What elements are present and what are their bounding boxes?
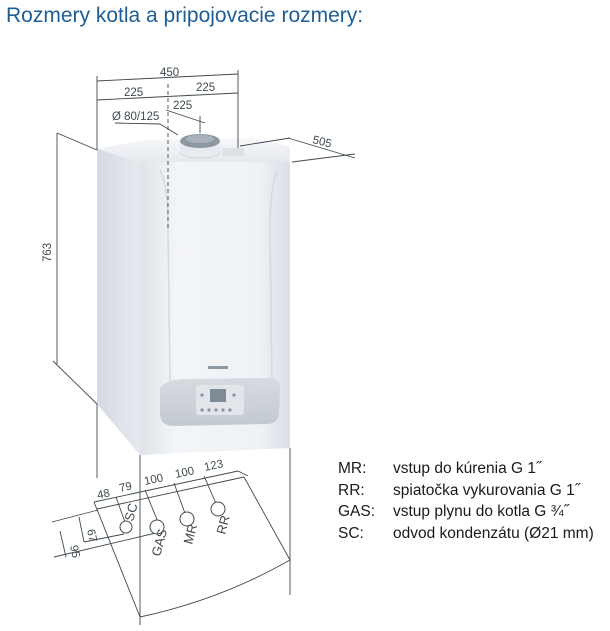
dim-total-width: 450	[160, 67, 179, 79]
dim-depth: 505	[311, 134, 333, 150]
boiler-body	[97, 134, 290, 455]
dim-depth-offset-67: 67	[84, 528, 98, 543]
dimension-lines	[51, 70, 356, 625]
flue-outlet	[179, 134, 221, 159]
label-sc: SC	[121, 501, 140, 522]
brand-logo	[208, 366, 228, 369]
control-panel	[160, 378, 280, 426]
display-icon	[210, 389, 226, 402]
dim-spacing-1: 48	[96, 488, 111, 502]
legend-row-mr: MR: vstup do kúrenia G 1˝	[338, 458, 594, 480]
page-title: Rozmery kotla a pripojovacie rozmery:	[6, 4, 364, 27]
legend-code: RR:	[338, 481, 365, 499]
label-mr: MR	[180, 522, 200, 545]
legend-row-sc: SC: odvod kondenzátu (Ø21 mm)	[338, 523, 594, 545]
dim-spacing-2: 79	[118, 481, 133, 495]
connection-points	[119, 501, 226, 535]
rr-connection-icon	[210, 501, 226, 517]
dim-half-left: 225	[124, 87, 143, 99]
mr-connection-icon	[179, 511, 195, 527]
legend-row-gas: GAS: vstup plynu do kotla G ¾˝	[338, 501, 594, 523]
legend-description: vstup plynu do kotla G ¾˝	[393, 503, 569, 520]
legend-code: GAS:	[338, 503, 376, 520]
dim-flue-offset: 225	[173, 100, 192, 112]
label-rr: RR	[213, 514, 232, 536]
dim-spacing-5: 123	[203, 458, 224, 474]
dim-depth-offset-95: 95	[67, 544, 81, 559]
connection-legend: MR: vstup do kúrenia G 1˝ RR: spiatočka …	[338, 458, 594, 544]
dim-flue-diameter: Ø 80/125	[112, 111, 159, 123]
legend-description: spiatočka vykurovania G 1˝	[393, 481, 580, 499]
legend-code: SC:	[338, 524, 364, 542]
legend-description: vstup do kúrenia G 1˝	[393, 460, 542, 477]
legend-row-rr: RR: spiatočka vykurovania G 1˝	[338, 480, 594, 502]
label-gas: GAS	[148, 527, 170, 558]
legend-code: MR:	[338, 460, 367, 477]
dim-spacing-3: 100	[143, 472, 164, 488]
sc-connection-icon	[119, 520, 133, 534]
legend-description: odvod kondenzátu (Ø21 mm)	[393, 524, 594, 542]
dim-height: 763	[42, 243, 54, 262]
dim-spacing-4: 100	[174, 465, 195, 481]
gas-connection-icon	[149, 519, 165, 535]
dim-half-right: 225	[196, 82, 215, 94]
